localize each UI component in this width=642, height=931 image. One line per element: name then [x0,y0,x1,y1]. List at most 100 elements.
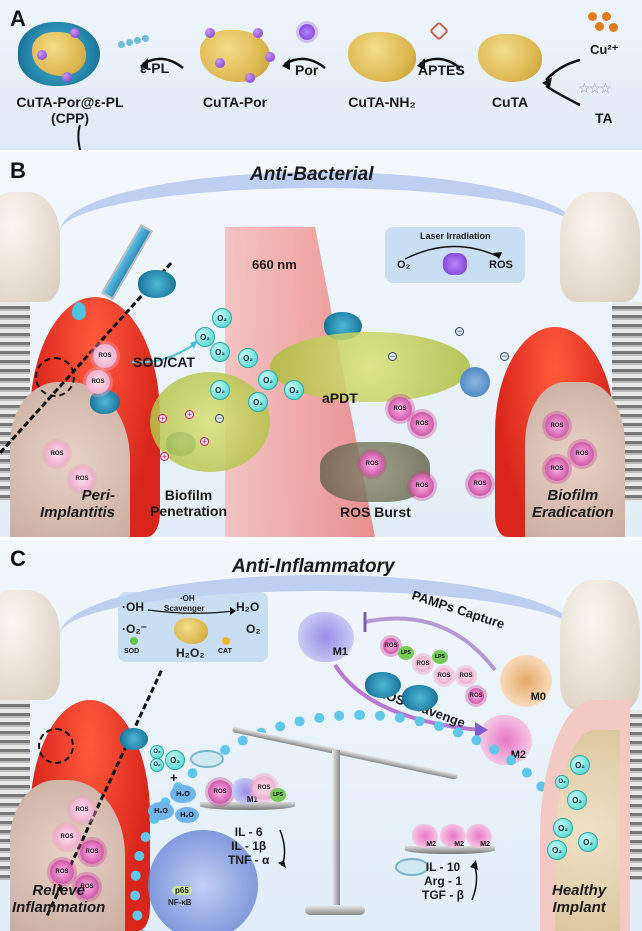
ros-particle: ROS [50,860,74,884]
ros-particle: ROS [70,467,94,491]
stage-healthy-implant: Healthy Implant [552,882,606,916]
cytokine-il10: IL - 10 [425,860,461,874]
reagent-por: Por [295,62,319,78]
cuta-nh2-particle-icon [348,32,416,82]
mitochondrion-icon [190,750,224,768]
reaction-h2o: H₂O [236,600,260,614]
stage-peri-implantitis: Peri- Implantitis [40,487,115,521]
o2-bubble: O₂ [248,392,268,412]
zoom-circle-icon [38,728,74,764]
stage-biofilm-penetration: Biofilm Penetration [150,487,227,519]
apdt-label: aPDT [322,390,358,406]
reaction-scavenger-top: ·OH [180,594,195,603]
reaction-scavenger: Scavenger [164,604,205,613]
inset-to: ROS [489,259,513,271]
mitochondrion-icon [395,858,429,876]
negative-charge-icon: − [500,351,509,361]
inset-from: O₂ [397,259,411,271]
reaction-sod: SOD [124,648,140,655]
por-dot-icon [62,72,72,82]
reagent-aptes: APTES [418,62,465,78]
o2-bubble: O₂ [165,750,185,770]
lps-molecule: LPS [432,650,448,664]
inset-arrow-icon [404,245,502,260]
cuta-particle-icon [478,34,542,82]
aptes-molecule-icon [429,21,449,41]
sodcat-label: SOD/CAT [133,354,195,370]
plus-sign: + [170,770,178,785]
stage-label-line: Healthy [552,882,607,899]
bacterium-icon [460,367,490,397]
laser-irradiation-inset: Laser Irradiation O₂ ROS [385,227,525,283]
cpp-nanoparticle-icon [120,728,148,750]
balance-pan-right-icon [405,846,495,854]
ros-particle: ROS [468,688,484,704]
o2-bubble: O₂ [195,327,215,347]
reaction-oh: ·OH [122,600,144,614]
ros-particle: ROS [208,780,232,804]
stage-relieve-inflammation: Relieve Inflammation [12,882,105,916]
cpp-nanoparticle-icon [402,685,438,711]
cpp-nanoparticle-icon [90,390,120,414]
reaction-o2: O₂ [246,622,261,636]
cuta-por-particle-icon [200,30,270,82]
macrophage-m1: M1 [298,612,354,662]
pamps-capture-arrow-icon [363,612,497,672]
negative-charge-icon: − [215,413,224,423]
ros-particle: ROS [468,472,492,496]
o2-bubble: O₂ [210,342,230,362]
balance-pan-left-icon [200,802,295,810]
arrow-down-to-b-icon [77,124,82,150]
o2-bubble: O₂ [150,758,164,772]
ros-scavenging-reaction-box: ·OH ·OH Scavenger H₂O ·O₂⁻ SOD H₂O₂ CAT … [118,592,268,662]
positive-charge-icon: + [185,410,194,419]
macrophage-m0: M0 [500,655,552,707]
step-name-cuta-nh2: CuTA-NH₂ [348,94,416,110]
tooth-crown-right-icon [560,192,640,302]
panel-b-title: Anti-Bacterial [250,164,374,185]
ros-particle: ROS [55,825,79,849]
inset-title: Laser Irradiation [420,231,491,241]
step-name-cuta-por: CuTA-Por [202,94,268,110]
o2-bubble: O₂ [578,832,598,852]
ros-particle: ROS [410,474,434,498]
cat-enzyme-icon [222,637,230,645]
step-sub-cpp: (CPP) [50,110,90,126]
cpp-nanoparticle-icon [365,672,401,698]
por-dot-icon [205,28,215,38]
o2-bubble: O₂ [210,380,230,400]
panel-c-antiinflammatory: C Anti-Inflammatory ·OH ·OH Scavenger H₂… [0,540,642,931]
reagent-ta: TA [595,110,613,126]
ros-particle: ROS [80,840,104,864]
stage-label-line: Biofilm [547,487,599,504]
cuta-particle-icon [174,618,208,644]
reagent-epl: ε-PL [140,60,170,76]
sodcat-arrow-icon [131,340,198,364]
panel-a-synthesis: A ε-PL Por APTES Cu²⁺ ☆☆☆ TA [0,0,642,150]
stage-label-line: Peri- [81,487,116,504]
ros-particle: ROS [86,370,110,394]
step-name-cpp: CuTA-Por@ε-PL [16,94,124,110]
tooth-crown-right-icon [560,580,640,710]
porphyrin-icon [299,24,315,40]
stage-label-line: Relieve [32,882,85,899]
lps-molecule: LPS [270,788,286,802]
o2-bubble: O₂ [570,755,590,775]
laser-wavelength: 660 nm [252,257,297,272]
reaction-h2o2: H₂O₂ [176,646,205,660]
lps-molecule: LPS [398,646,414,660]
por-dot-icon [37,50,47,60]
cytokine-arg1: Arg - 1 [423,874,462,888]
por-dot-icon [245,73,255,83]
negative-charge-icon: − [455,326,464,336]
ros-particle: ROS [545,457,569,481]
tooth-crown-left-icon [0,192,60,302]
cytokine-il1b: IL - 1β [231,839,267,853]
o2-bubble: O₂ [567,790,587,810]
ros-particle: ROS [360,452,384,476]
nucleus-icon [148,830,258,931]
reaction-o2minus: ·O₂⁻ [122,622,147,636]
scale-m2: M2 [466,824,492,848]
ros-particle: ROS [383,638,399,654]
ros-particle: ROS [388,397,412,421]
